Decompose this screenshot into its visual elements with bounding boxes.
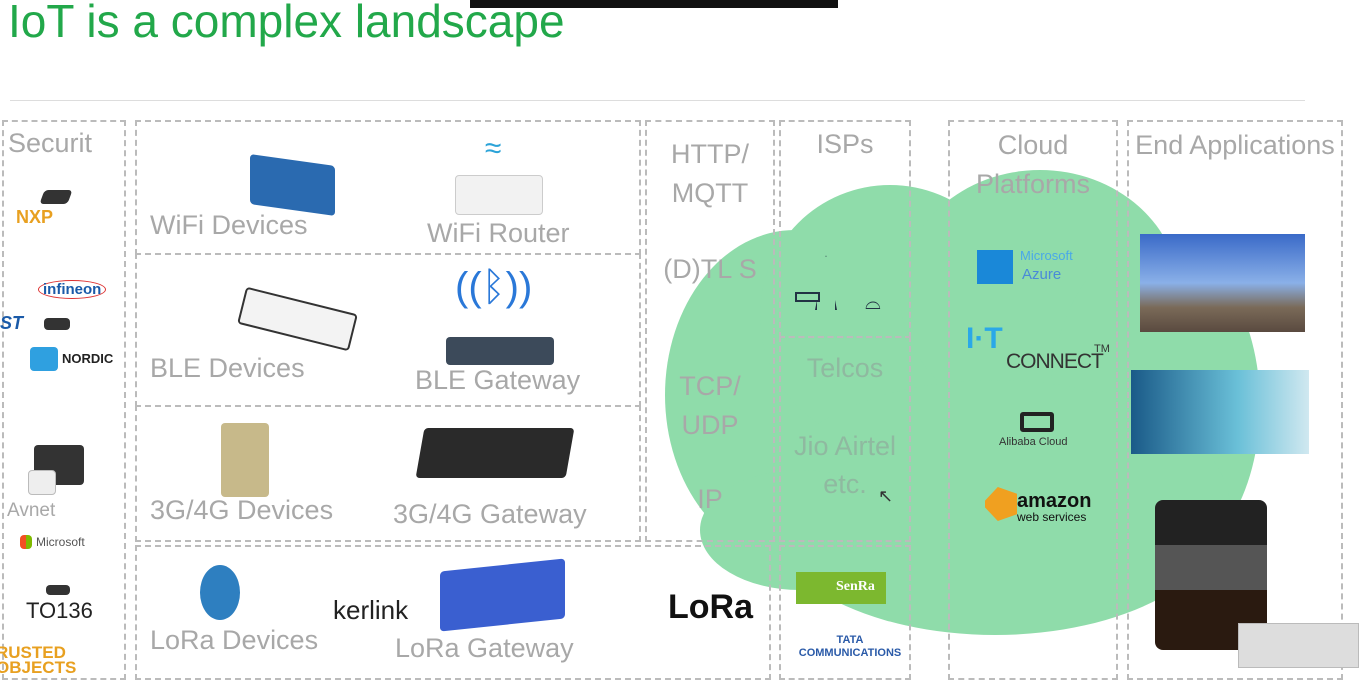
amazon-logo: amazon: [1017, 490, 1092, 512]
infineon-logo: infineon: [38, 280, 107, 299]
cellular-devices-label: 3G/4G Devices: [150, 495, 334, 525]
iotconnect-logo: CONNECT: [1006, 350, 1104, 373]
windows-icon: [975, 250, 1013, 284]
lora-logo: LoRa: [668, 588, 753, 626]
trusted-objects-logo: RUSTED OBJECTS: [0, 643, 77, 678]
mouse-cursor-icon: ↖: [878, 486, 894, 506]
divider: [10, 100, 1305, 101]
kerlink-logo: kerlink: [333, 595, 409, 625]
wifi-devices-label: WiFi Devices: [150, 210, 308, 240]
tcp-udp-label: TCP/ UDP: [679, 371, 741, 441]
ble-devices-label: BLE Devices: [150, 353, 305, 383]
router-icon: [795, 292, 820, 302]
cellular-row: [135, 405, 641, 542]
http-mqtt-label: HTTP/ MQTT: [671, 139, 749, 209]
smart-city-image: [1140, 234, 1305, 332]
slide-title: IoT is a complex landscape: [8, 0, 565, 47]
to136-logo: TO136: [26, 598, 93, 623]
alibaba-icon: [1020, 412, 1054, 432]
top-bar: [470, 0, 838, 8]
chip-icon: [44, 318, 70, 330]
alibaba-logo: Alibaba Cloud: [999, 436, 1068, 448]
azure-microsoft-text: Microsoft: [1020, 248, 1073, 263]
nordic-logo: NORDIC: [62, 351, 114, 366]
protocols-panel: [645, 120, 775, 542]
wifi-icon: ≈: [485, 132, 502, 165]
trademark: TM: [1094, 343, 1110, 355]
cloud-platforms-label: Cloud Platforms: [975, 130, 1091, 200]
wifi-router-image: [455, 175, 543, 215]
ble-gateway-label: BLE Gateway: [415, 365, 581, 395]
telcos-panel: [779, 336, 911, 542]
chip-icon: [46, 585, 70, 595]
nxp-logo: NXP: [16, 207, 54, 227]
water-meter-image: [200, 565, 240, 620]
aws-subtext: web services: [1017, 510, 1087, 524]
avnet-label: Avnet: [7, 500, 56, 521]
cellular-gateway-label: 3G/4G Gateway: [393, 499, 587, 529]
cellular-module-image: [221, 423, 269, 497]
security-label: Securit: [8, 128, 93, 158]
senra-logo: SenRa: [796, 572, 886, 604]
chip-icon: [39, 190, 73, 204]
iotconnect-icon: I·T: [966, 322, 1003, 355]
lora-gateway-label: LoRa Gateway: [395, 633, 574, 663]
bluetooth-icon: ((ᛒ)): [455, 265, 533, 309]
security-panel: [2, 120, 126, 680]
sim-image: [28, 470, 56, 495]
microsoft-icon: [20, 535, 32, 549]
telco-list: Jio Airtel etc.: [793, 431, 897, 499]
azure-text: Azure: [1022, 266, 1062, 283]
nordic-icon: [30, 347, 58, 371]
cellular-gateway-image: [415, 428, 575, 478]
satellite-dish-icon: ⌓: [865, 292, 881, 314]
tata-logo: TATA COMMUNICATIONS: [798, 634, 902, 660]
microsoft-logo: Microsoft: [36, 535, 85, 549]
end-applications-label: End Applications: [1135, 130, 1335, 160]
ip-label: IP: [697, 484, 723, 514]
ble-gateway-image: [446, 337, 554, 365]
smart-home-image: [1131, 370, 1309, 454]
lora-devices-label: LoRa Devices: [150, 625, 319, 655]
dtls-label: (D)TL S: [663, 254, 757, 284]
st-logo: ST: [0, 313, 24, 333]
wifi-router-label: WiFi Router: [427, 218, 570, 248]
telcos-label: Telcos: [806, 353, 884, 383]
isps-label: ISPs: [816, 129, 874, 159]
video-thumbnail: [1238, 623, 1359, 668]
